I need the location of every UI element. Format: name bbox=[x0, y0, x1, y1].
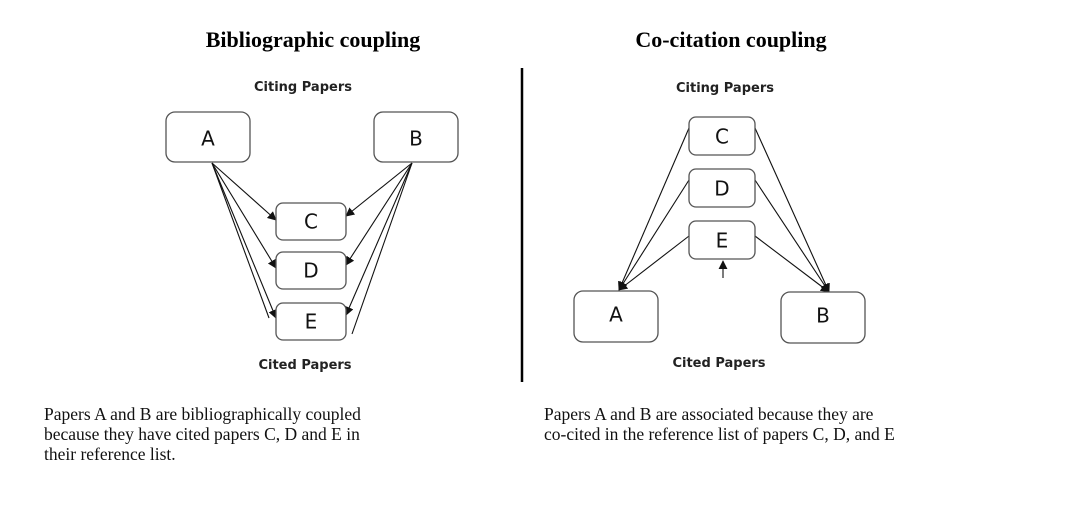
cocitation-title: Co-citation coupling bbox=[635, 27, 826, 52]
cocit-node-e-label: E bbox=[716, 229, 729, 253]
cocit-edge-d-b bbox=[754, 179, 830, 293]
bib-edge-b-d bbox=[345, 162, 413, 266]
bibliographic-title: Bibliographic coupling bbox=[206, 27, 421, 52]
bib-edge-a-c bbox=[211, 162, 277, 221]
cocitation-panel: Co-citation coupling Citing Papers C D E… bbox=[573, 27, 866, 371]
bib-node-e: E bbox=[275, 302, 347, 341]
cocit-node-a: A bbox=[573, 290, 659, 343]
cocit-edge-d-a bbox=[618, 179, 690, 291]
bibliographic-panel: Bibliographic coupling Citing Papers A B… bbox=[165, 27, 459, 373]
cocit-node-c-label: C bbox=[715, 125, 729, 149]
cocit-node-d: D bbox=[688, 168, 756, 208]
bib-node-c-label: C bbox=[304, 210, 318, 234]
bib-node-d: D bbox=[275, 251, 347, 290]
bib-edges bbox=[211, 162, 413, 335]
cocit-edge-e-b bbox=[754, 235, 830, 293]
bibliographic-caption: Papers A and B are bibliographically cou… bbox=[44, 404, 484, 464]
bib-edge-b-extra bbox=[351, 162, 413, 335]
bibliographic-caption-line: their reference list. bbox=[44, 444, 176, 464]
bib-node-a-label: A bbox=[201, 127, 215, 151]
cocitation-cited-label: Cited Papers bbox=[672, 356, 765, 371]
bib-node-c: C bbox=[275, 202, 347, 241]
bib-node-d-label: D bbox=[303, 259, 318, 283]
bibliographic-caption-line: because they have cited papers C, D and … bbox=[44, 424, 360, 444]
cocitation-caption-line: Papers A and B are associated because th… bbox=[544, 404, 874, 424]
bib-node-a: A bbox=[165, 111, 251, 163]
bib-edge-b-c bbox=[345, 162, 413, 217]
cocit-edge-c-a bbox=[618, 127, 690, 291]
bibliographic-citing-label: Citing Papers bbox=[254, 80, 352, 95]
cocit-edge-e-a bbox=[618, 235, 690, 291]
bib-node-b-label: B bbox=[409, 127, 423, 151]
cocit-node-d-label: D bbox=[714, 177, 729, 201]
cocitation-citing-label: Citing Papers bbox=[676, 81, 774, 96]
cocit-node-a-label: A bbox=[609, 303, 623, 327]
cocit-edge-c-b bbox=[754, 127, 830, 293]
bib-edge-a-e bbox=[211, 162, 278, 319]
bibliographic-caption-line: Papers A and B are bibliographically cou… bbox=[44, 404, 361, 424]
bib-node-e-label: E bbox=[305, 310, 318, 334]
bib-edge-b-e bbox=[345, 162, 413, 316]
cocit-node-b-label: B bbox=[816, 304, 830, 328]
bib-edge-a-d bbox=[211, 162, 277, 269]
cocit-node-e: E bbox=[688, 220, 756, 260]
cocit-node-c: C bbox=[688, 116, 756, 156]
bib-node-b: B bbox=[373, 111, 459, 163]
cocitation-caption: Papers A and B are associated because th… bbox=[544, 404, 1024, 444]
cocitation-caption-line: co-cited in the reference list of papers… bbox=[544, 424, 895, 444]
bibliographic-cited-label: Cited Papers bbox=[258, 358, 351, 373]
cocit-node-b: B bbox=[780, 291, 866, 344]
cocit-edges bbox=[618, 127, 830, 293]
bib-edge-a-extra bbox=[211, 162, 270, 319]
